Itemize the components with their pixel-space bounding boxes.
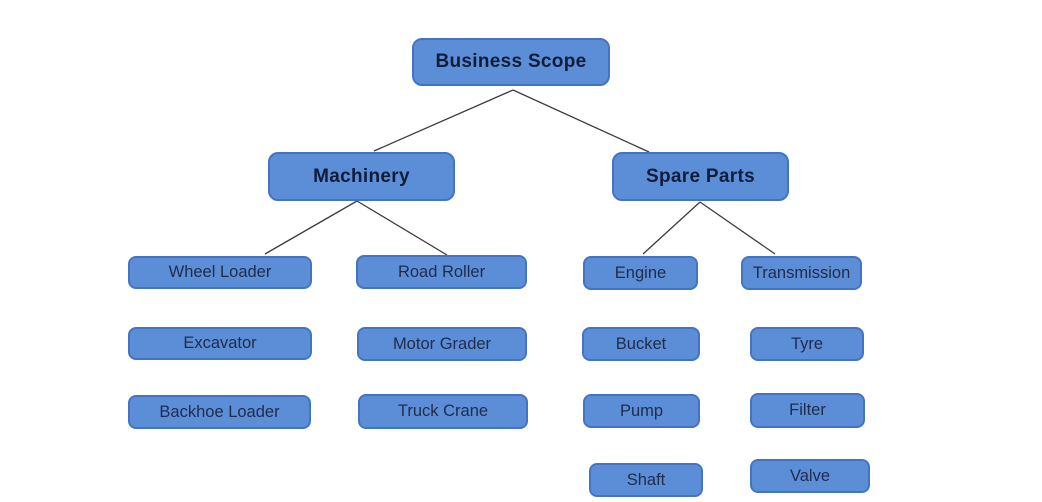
node-shaft: Shaft <box>589 463 703 497</box>
connector-spare-parts-transmission <box>699 201 776 255</box>
connector-machinery-road-roller <box>356 200 448 256</box>
node-valve: Valve <box>750 459 870 493</box>
node-backhoe-loader: Backhoe Loader <box>128 395 311 429</box>
node-label: Machinery <box>313 165 410 187</box>
node-label: Backhoe Loader <box>159 402 280 421</box>
node-pump: Pump <box>583 394 700 428</box>
node-motor-grader: Motor Grader <box>357 327 527 361</box>
node-label: Truck Crane <box>397 402 489 420</box>
node-business-scope: Business Scope <box>412 38 610 86</box>
node-truck-crane: Truck Crane <box>358 394 528 429</box>
node-label: Tyre <box>790 334 824 353</box>
node-filter: Filter <box>750 393 865 428</box>
connector-machinery-wheel-loader <box>264 200 358 255</box>
node-excavator: Excavator <box>128 327 312 360</box>
node-label: Filter <box>789 401 826 419</box>
node-label: Shaft <box>626 470 666 489</box>
connector-root-machinery <box>373 89 514 152</box>
node-label: Bucket <box>615 334 667 353</box>
node-transmission: Transmission <box>741 256 862 290</box>
node-label: Valve <box>789 466 831 485</box>
node-label: Excavator <box>183 334 257 352</box>
node-label: Wheel Loader <box>168 263 272 281</box>
node-tyre: Tyre <box>750 327 864 361</box>
node-bucket: Bucket <box>582 327 700 361</box>
node-label: Business Scope <box>435 51 587 72</box>
node-road-roller: Road Roller <box>356 255 527 289</box>
node-label: Transmission <box>752 263 851 282</box>
node-spare-parts: Spare Parts <box>612 152 789 201</box>
node-label: Motor Grader <box>392 334 492 353</box>
node-label: Road Roller <box>397 262 486 281</box>
connector-spare-parts-engine <box>642 201 701 255</box>
node-label: Engine <box>614 263 667 282</box>
connector-root-spare-parts <box>512 89 650 153</box>
node-label: Pump <box>619 401 664 420</box>
node-machinery: Machinery <box>268 152 455 201</box>
node-wheel-loader: Wheel Loader <box>128 256 312 289</box>
node-label: Spare Parts <box>646 165 755 187</box>
node-engine: Engine <box>583 256 698 290</box>
